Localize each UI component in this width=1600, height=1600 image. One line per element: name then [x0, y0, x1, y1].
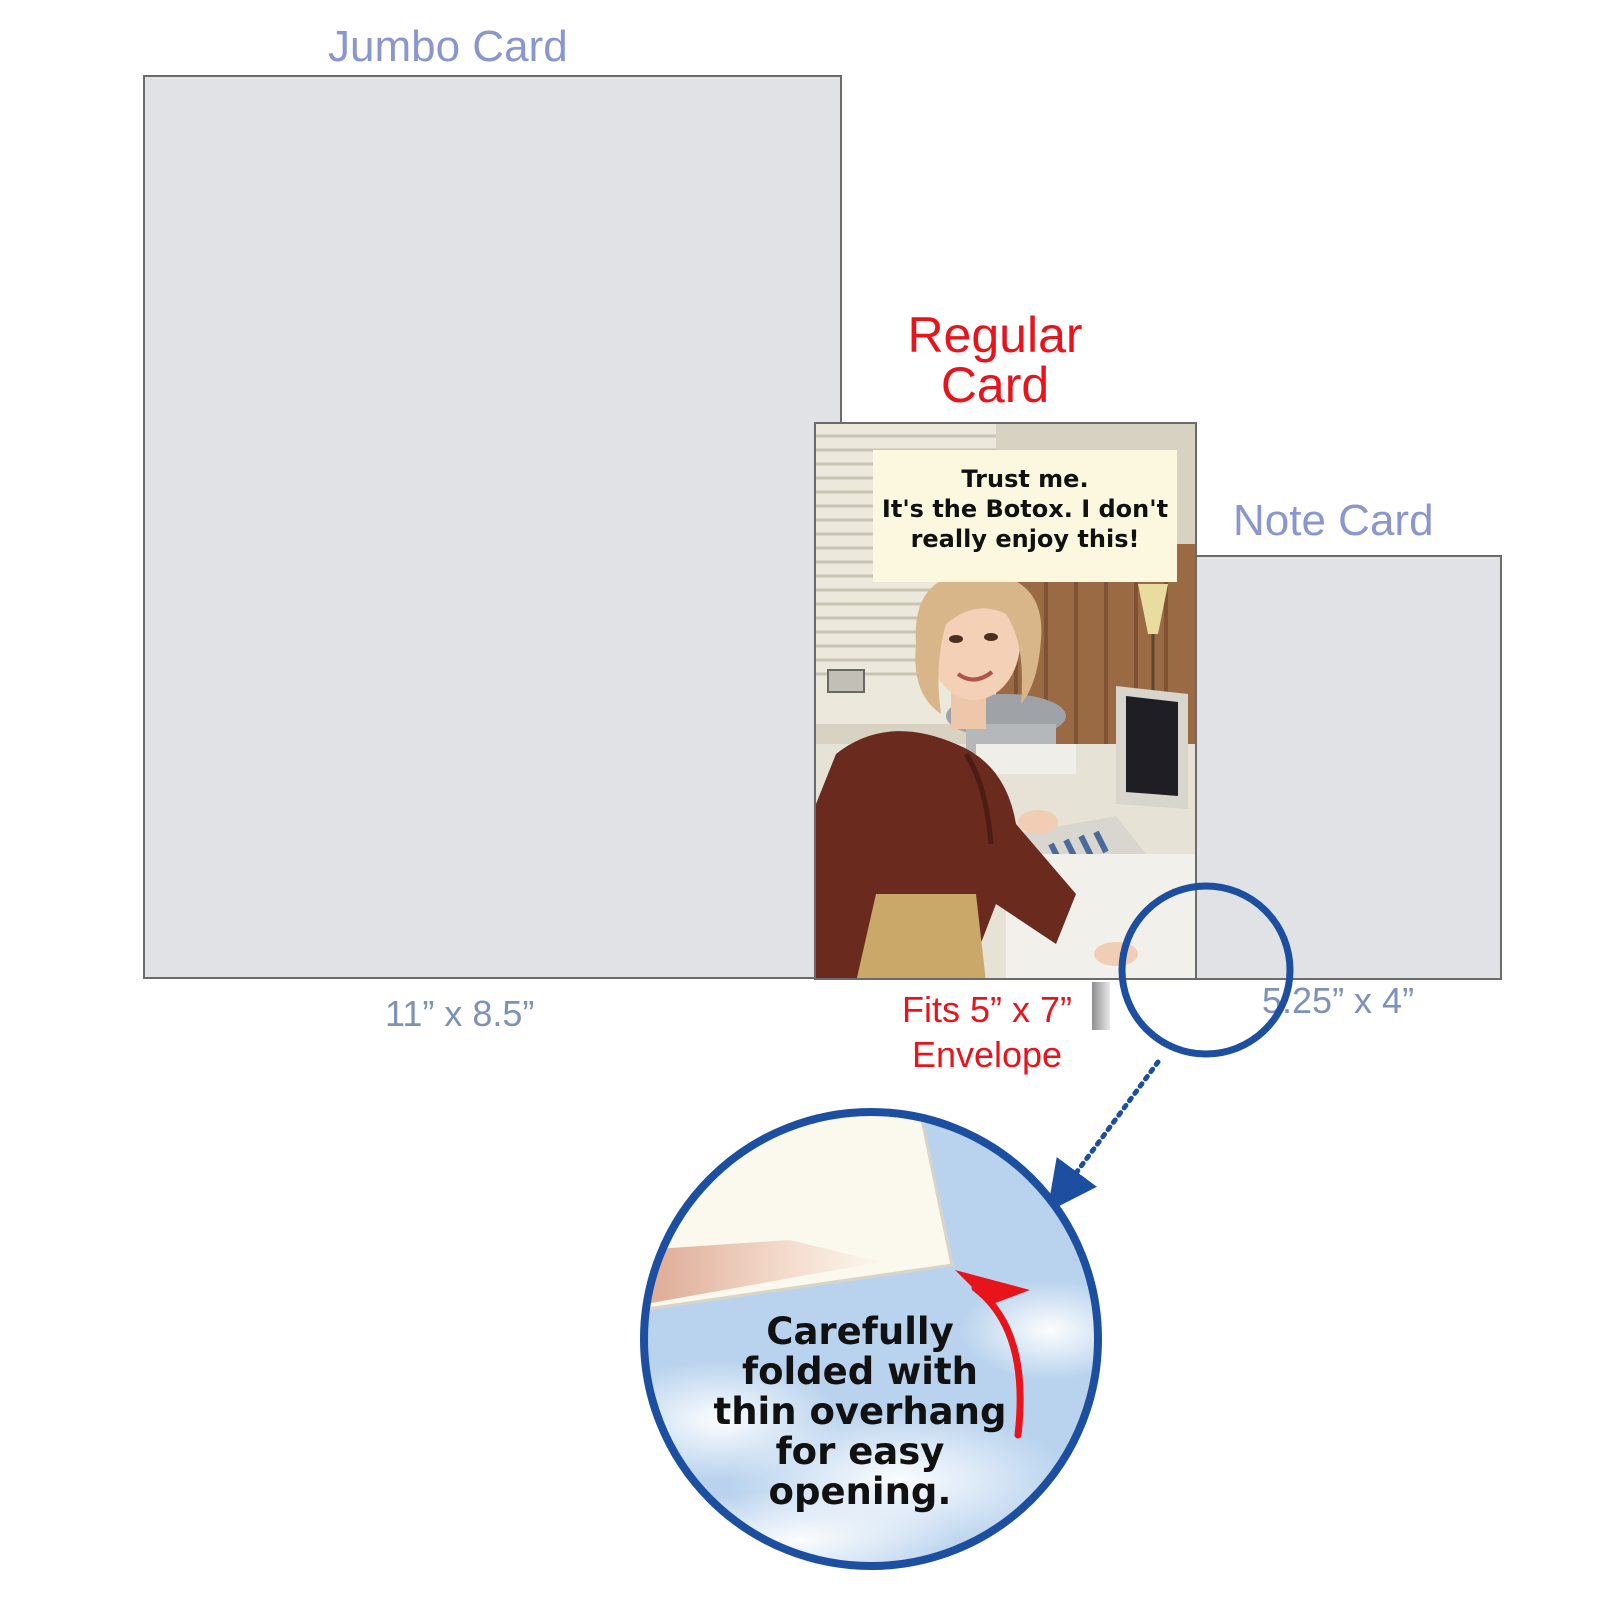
zoom-callout-text: Carefully folded with thin overhang for …	[710, 1312, 1010, 1512]
regular-card-photo: Trust me. It's the Botox. I don't really…	[814, 422, 1197, 980]
card-caption-line3: really enjoy this!	[910, 525, 1140, 553]
dotted-connector-arrow	[1047, 1059, 1161, 1213]
zoom-text-line2: folded with	[741, 1350, 979, 1393]
note-card-title: Note Card	[1233, 496, 1434, 545]
regular-card-title-line2: Card	[940, 357, 1050, 413]
regular-card-size-line1: Fits 5” x 7”	[901, 989, 1072, 1030]
card-caption: Trust me. It's the Botox. I don't really…	[873, 450, 1177, 582]
zoom-text-line5: opening.	[768, 1470, 952, 1513]
regular-card-title: Regular Card	[880, 310, 1110, 410]
jumbo-card-outline	[143, 75, 842, 979]
jumbo-card-title: Jumbo Card	[328, 22, 568, 71]
card-caption-line2: It's the Botox. I don't	[881, 495, 1169, 523]
card-caption-line1: Trust me.	[961, 465, 1089, 493]
regular-card-title-line1: Regular	[907, 307, 1083, 363]
zoom-text-line3: thin overhang	[713, 1390, 1007, 1433]
zoom-text-line4: for easy	[775, 1430, 945, 1473]
small-zoom-circle	[1118, 882, 1294, 1058]
red-arrow-head	[955, 1270, 1030, 1305]
regular-card-size: Fits 5” x 7” Envelope	[882, 987, 1092, 1077]
regular-card-size-line2: Envelope	[911, 1034, 1063, 1075]
jumbo-card-size: 11” x 8.5”	[385, 993, 535, 1034]
card-overhang-edge	[1092, 982, 1110, 1030]
zoom-text-line1: Carefully	[766, 1310, 954, 1353]
large-zoom-circle	[640, 1108, 1102, 1570]
